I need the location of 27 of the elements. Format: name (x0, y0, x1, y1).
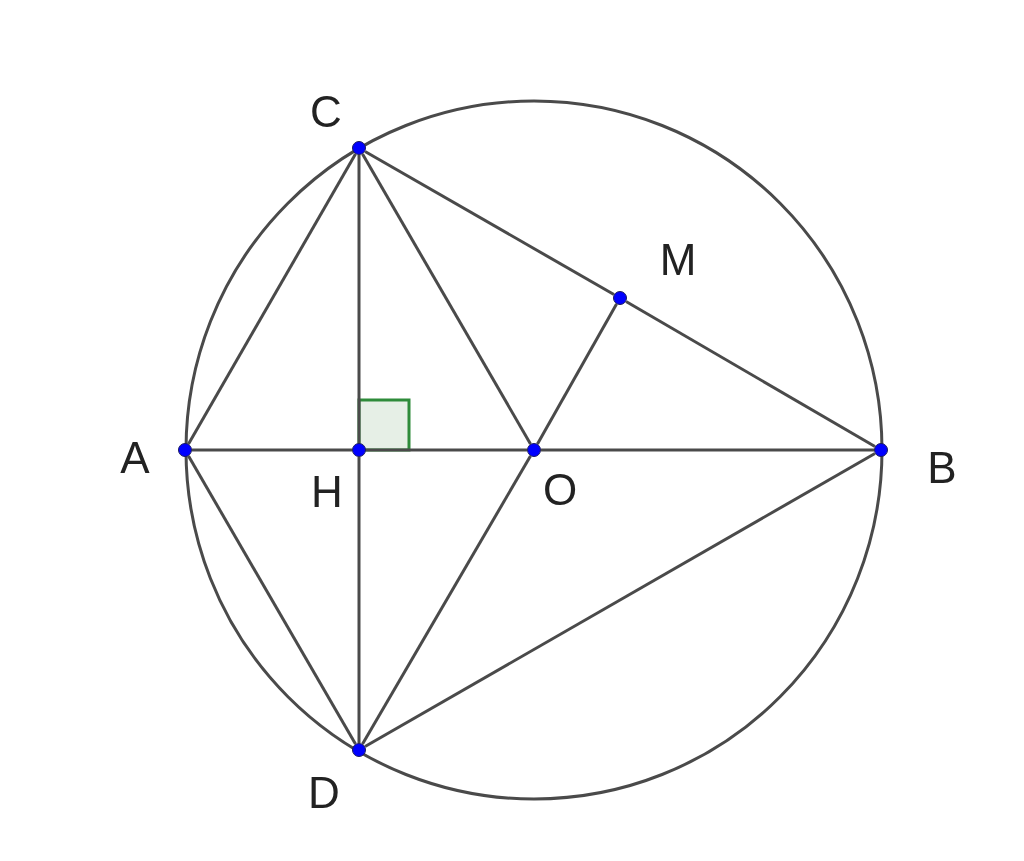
line-segment (364, 452, 876, 748)
point (352, 443, 366, 457)
line-segment (366, 448, 527, 452)
point-label: H (311, 470, 343, 514)
line-segment (361, 153, 532, 445)
line-segment (187, 153, 357, 445)
line-segment (187, 455, 357, 745)
line-segment (192, 448, 352, 452)
point-label: M (659, 238, 697, 282)
line-segment (361, 455, 532, 745)
point (527, 443, 541, 457)
point-label: O (542, 468, 578, 512)
point (874, 443, 888, 457)
point (613, 291, 627, 305)
line-segment (536, 303, 618, 445)
point-label: C (310, 90, 342, 134)
line-segment (357, 457, 361, 743)
point-label: A (120, 436, 150, 480)
point-label: D (308, 771, 340, 815)
line-segment (541, 448, 874, 452)
line-segment (625, 300, 876, 448)
line-segment (357, 155, 361, 443)
point (178, 443, 192, 457)
line-segment (364, 150, 615, 296)
point (352, 141, 366, 155)
point (352, 743, 366, 757)
point-label: B (927, 446, 957, 490)
